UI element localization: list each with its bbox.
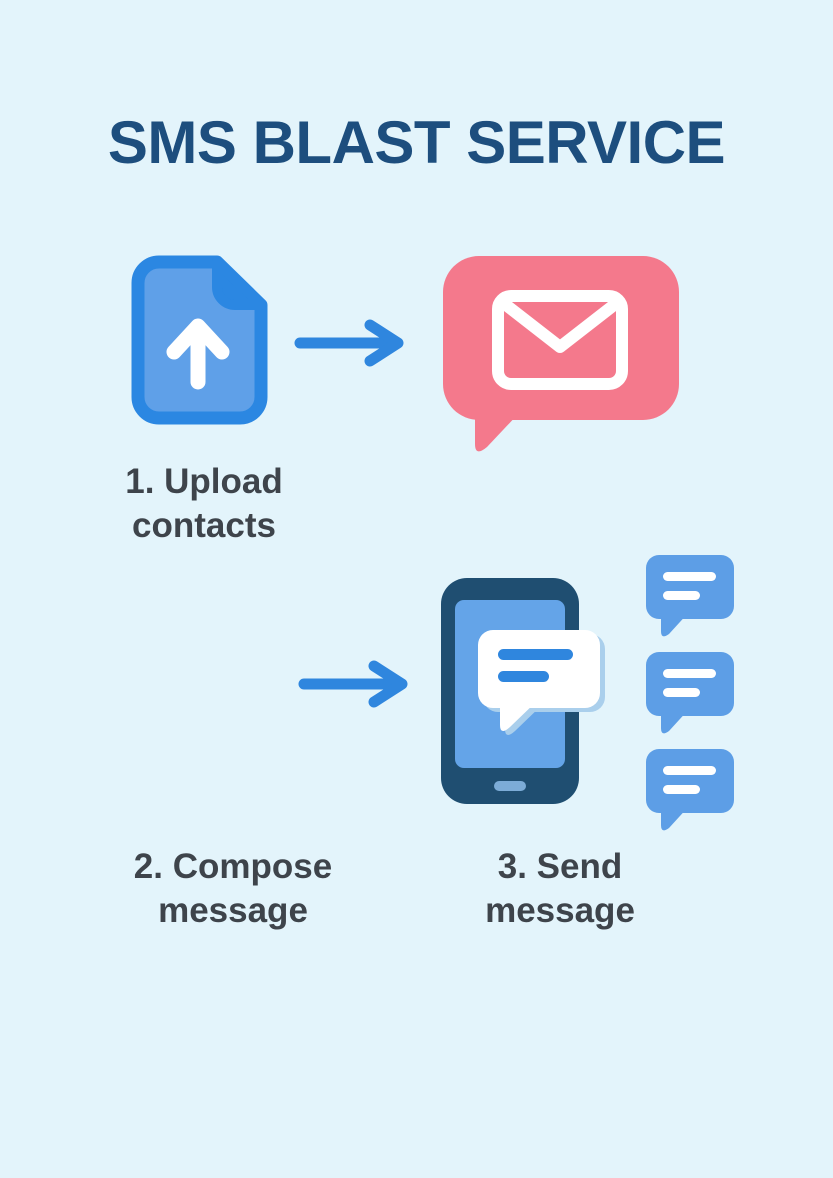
- envelope-message-bubble-icon: [443, 256, 679, 458]
- step-label-1: 1. Upload contacts: [125, 462, 283, 545]
- chat-bubble-icon: [646, 652, 736, 736]
- upload-document-icon: [131, 255, 268, 425]
- chat-bubble-icon: [478, 630, 606, 734]
- step-label-2: 2. Compose message: [133, 847, 333, 930]
- chat-bubble-icon: [646, 555, 736, 639]
- chat-bubble-icon: [646, 749, 736, 833]
- arrow-right-icon: [296, 658, 410, 710]
- arrow-right-icon: [292, 317, 406, 369]
- page-title: SMS BLAST SERVICE: [107, 109, 726, 176]
- step-label-3: 3. Send message: [485, 847, 635, 930]
